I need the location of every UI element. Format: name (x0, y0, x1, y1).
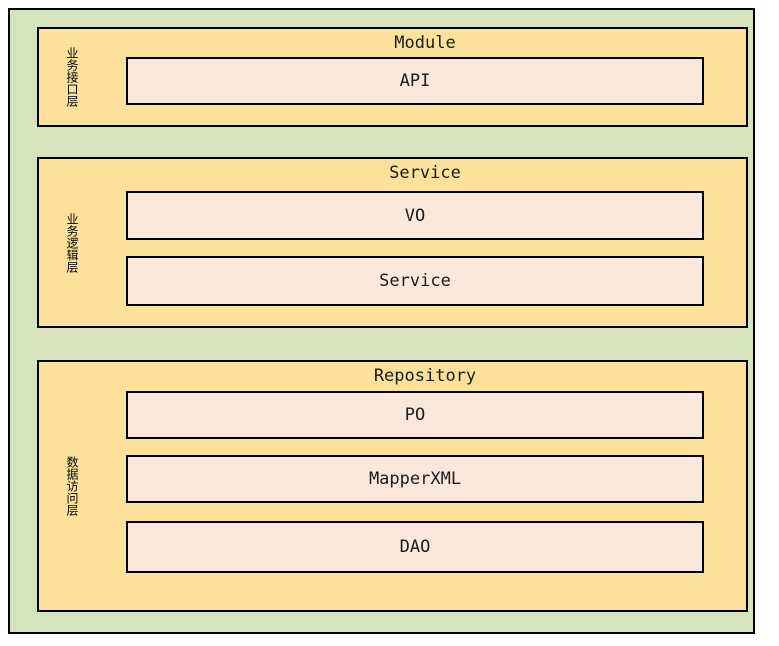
component-api: API (126, 57, 704, 105)
layer-side-label-business-interface: 业务接口层 (65, 47, 79, 107)
component-po: PO (126, 391, 704, 439)
layer-data-access: 数据访问层 Repository PO MapperXML DAO (37, 360, 748, 612)
diagram-outer-container: 业务接口层 Module API 业务逻辑层 Service VO Servic… (8, 8, 755, 634)
layer-title-repository: Repository (373, 366, 477, 386)
layer-business-interface: 业务接口层 Module API (37, 27, 748, 127)
layer-title-service: Service (389, 163, 461, 183)
component-service: Service (126, 256, 704, 306)
layer-title-module: Module (394, 33, 456, 53)
layer-side-label-data-access: 数据访问层 (65, 456, 79, 516)
layer-side-label-business-logic: 业务逻辑层 (65, 212, 79, 273)
component-mapperxml: MapperXML (126, 455, 704, 503)
component-vo: VO (126, 191, 704, 240)
layer-business-logic: 业务逻辑层 Service VO Service (37, 157, 748, 328)
component-dao: DAO (126, 521, 704, 573)
